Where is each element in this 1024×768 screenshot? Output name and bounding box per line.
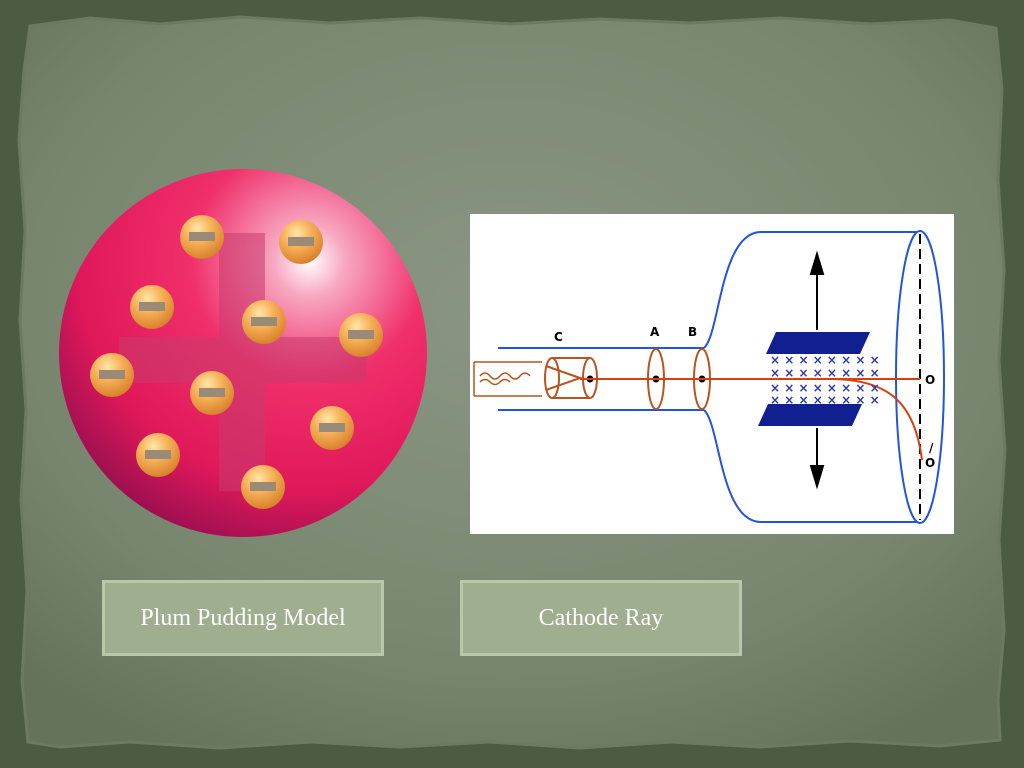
plus-sign-icon [119, 233, 367, 491]
plum-pudding-illustration [59, 169, 427, 537]
caption-cathode-ray: Cathode Ray [460, 580, 742, 656]
caption-plum-pudding-model: Plum Pudding Model [102, 580, 384, 656]
label-c: C [554, 330, 563, 344]
electron [310, 406, 354, 450]
force-arrows [809, 250, 825, 490]
field-row: × × × × × × × × [770, 393, 880, 407]
lower-plate [758, 404, 862, 426]
electron [190, 371, 234, 415]
upper-plate [766, 332, 870, 354]
electron-beam [580, 378, 923, 461]
electron [242, 300, 286, 344]
field-row: × × × × × × × × [770, 381, 880, 395]
diagram-background [470, 214, 954, 534]
cathode-heater [473, 361, 542, 397]
electron [90, 353, 134, 397]
electrons [90, 215, 383, 509]
electron [279, 220, 323, 264]
label-o: O [925, 373, 935, 387]
electron [130, 285, 174, 329]
electron [339, 313, 383, 357]
label-a: A [650, 325, 660, 339]
electron [180, 215, 224, 259]
caption-right-text: Cathode Ray [538, 604, 664, 631]
electron [241, 465, 285, 509]
label-o-prime: O [925, 456, 935, 470]
label-b: B [688, 325, 697, 339]
caption-left-text: Plum Pudding Model [140, 604, 346, 631]
label-o-prime-mark: / [929, 441, 934, 455]
electron [136, 433, 180, 477]
tube-outline [498, 230, 945, 524]
field-row: × × × × × × × × [770, 366, 880, 380]
cathode-ray-diagram: × × × × × × × × × × × × × × × × × × × × … [470, 214, 954, 534]
field-row: × × × × × × × × [770, 353, 880, 367]
magnetic-field: × × × × × × × × × × × × × × × × × × × × … [770, 353, 880, 407]
